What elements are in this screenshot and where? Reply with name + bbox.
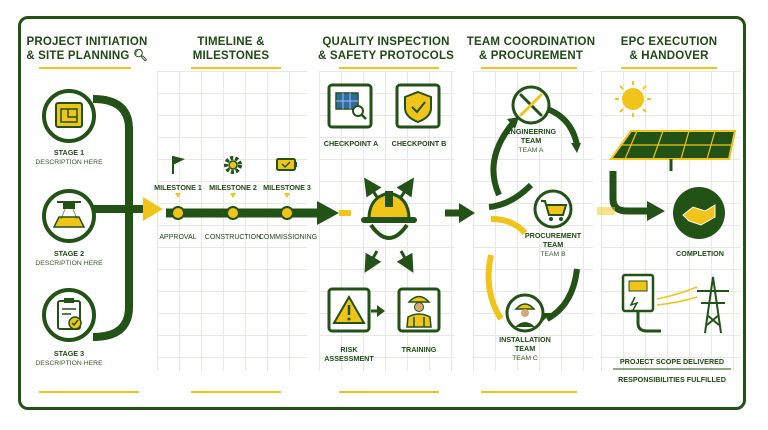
team-title: INSTALLATION TEAM [487,335,563,353]
column-header-line: TEAM COORDINATION [466,36,596,48]
safety-worker-icon [406,295,432,328]
sun-icon [615,81,651,117]
handshake-icon [682,204,716,226]
column-header-line: & SAFETY PROTOCOLS [317,50,455,62]
team-subtitle: TEAM C [512,355,538,362]
milestone-label: MILESTONE 2 [209,183,257,192]
header-underline [39,67,131,69]
diagram-artwork [42,81,737,370]
milestone-dot [226,206,240,220]
footer-underline [339,391,439,393]
footer-underline [191,391,281,393]
milestone-phase: CONSTRUCTION [204,234,262,241]
column-header-line: & HANDOVER [629,50,709,62]
stage-description: DESCRIPTION HERE [35,260,103,267]
milestone-dot [280,206,294,220]
milestone-phase: COMMISSIONING [258,234,318,241]
team-title-line: TEAM [514,344,536,353]
stage-title: STAGE 3 [53,349,85,358]
milestone-dot [171,206,185,220]
shopping-cart-icon [541,200,568,221]
risk-label-line: RISK [340,345,358,354]
stage-2-circle [42,189,96,243]
column-header-line: & PROCUREMENT [478,50,584,62]
column-header-line: MILESTONES [192,50,270,62]
team-title-line: PROCUREMENT [524,231,582,240]
flow-arrow-head [143,197,163,221]
column-header-line: & SITE PLANNING 🔍︎ [26,50,148,62]
footer-underline [39,391,139,393]
column-header-line: PROJECT INITIATION [26,36,148,48]
magnifier-icon: 🔍︎ [132,50,148,62]
flow-arrow-head [647,201,665,221]
worker-icon [514,303,536,327]
column-header-line: QUALITY INSPECTION [322,36,450,48]
training-label: TRAINING [401,345,437,354]
scope-delivered-label: PROJECT SCOPE DELIVERED [619,357,725,366]
footer-underline [481,391,577,393]
blueprint-icon [55,102,83,128]
header-underline [621,67,717,69]
column-header-line: EPC EXECUTION [620,36,718,48]
responsibilities-label: RESPONSIBILITIES FULFILLED [618,375,726,384]
milestone-phase: APPROVAL [159,234,197,241]
completion-label: COMPLETION [676,249,724,258]
warning-icon [332,294,366,324]
power-tower-icon [697,276,729,334]
solar-magnifier-icon [335,92,367,120]
milestone-pointer [175,193,181,198]
battery-icon [276,158,297,171]
solar-panel-icon [609,130,737,171]
hard-hat-icon [361,191,417,240]
header-underline [339,67,439,69]
team-title-line: INSTALLATION [499,335,551,344]
clipboard-check-icon [57,298,82,330]
power-line-icon [656,286,698,306]
wrench-screwdriver-icon [519,93,543,117]
shield-check-icon [404,90,432,124]
milestone-label: MILESTONE 1 [154,183,202,192]
team-title-line: TEAM [542,240,564,249]
team-title: PROCUREMENT TEAM [515,231,591,249]
header-underline [191,67,281,69]
milestone-pointer [230,193,236,198]
milestone-label: MILESTONE 3 [263,183,311,192]
team-cycle-arrows [485,104,580,322]
header-underline [481,67,577,69]
team-subtitle: TEAM B [540,251,566,258]
column-header-quality: QUALITY INSPECTION & SAFETY PROTOCOLS [311,35,461,63]
team-title: ENGINEERING TEAM [493,127,569,145]
timeline-arrow-head [317,201,339,225]
checkpoint-a-label: CHECKPOINT A [323,139,379,148]
diagram-frame: PROJECT INITIATION & SITE PLANNING 🔍︎ TI… [18,16,746,410]
column-header-timeline: TIMELINE & MILESTONES [171,35,291,63]
flow-arrow-head [459,203,475,223]
flag-icon [172,156,185,174]
checkpoint-b-label: CHECKPOINT B [391,139,447,148]
risk-label: RISK ASSESSMENT [319,345,379,363]
stage-connector [92,95,133,341]
team-title-line: ENGINEERING [505,127,557,136]
direction-arrows [364,177,414,273]
column-header-line: TIMELINE & [197,36,265,48]
column-header-initiation: PROJECT INITIATION & SITE PLANNING 🔍︎ [21,35,153,63]
gear-icon [224,156,242,174]
drone-survey-icon [52,201,86,228]
team-subtitle: TEAM A [518,147,544,154]
risk-label-line: ASSESSMENT [324,354,374,363]
milestone-pointer [284,193,290,198]
stage-title: STAGE 1 [53,148,85,157]
handover-arrow [609,171,651,215]
stage-description: DESCRIPTION HERE [35,159,103,166]
column-header-teams: TEAM COORDINATION & PROCUREMENT [461,35,601,63]
grid-background-timeline [157,71,307,371]
inverter-icon [621,273,661,333]
team-title-line: TEAM [520,136,542,145]
column-header-handover: EPC EXECUTION & HANDOVER [609,35,729,63]
stage-description: DESCRIPTION HERE [35,360,103,367]
stage-title: STAGE 2 [53,249,85,258]
